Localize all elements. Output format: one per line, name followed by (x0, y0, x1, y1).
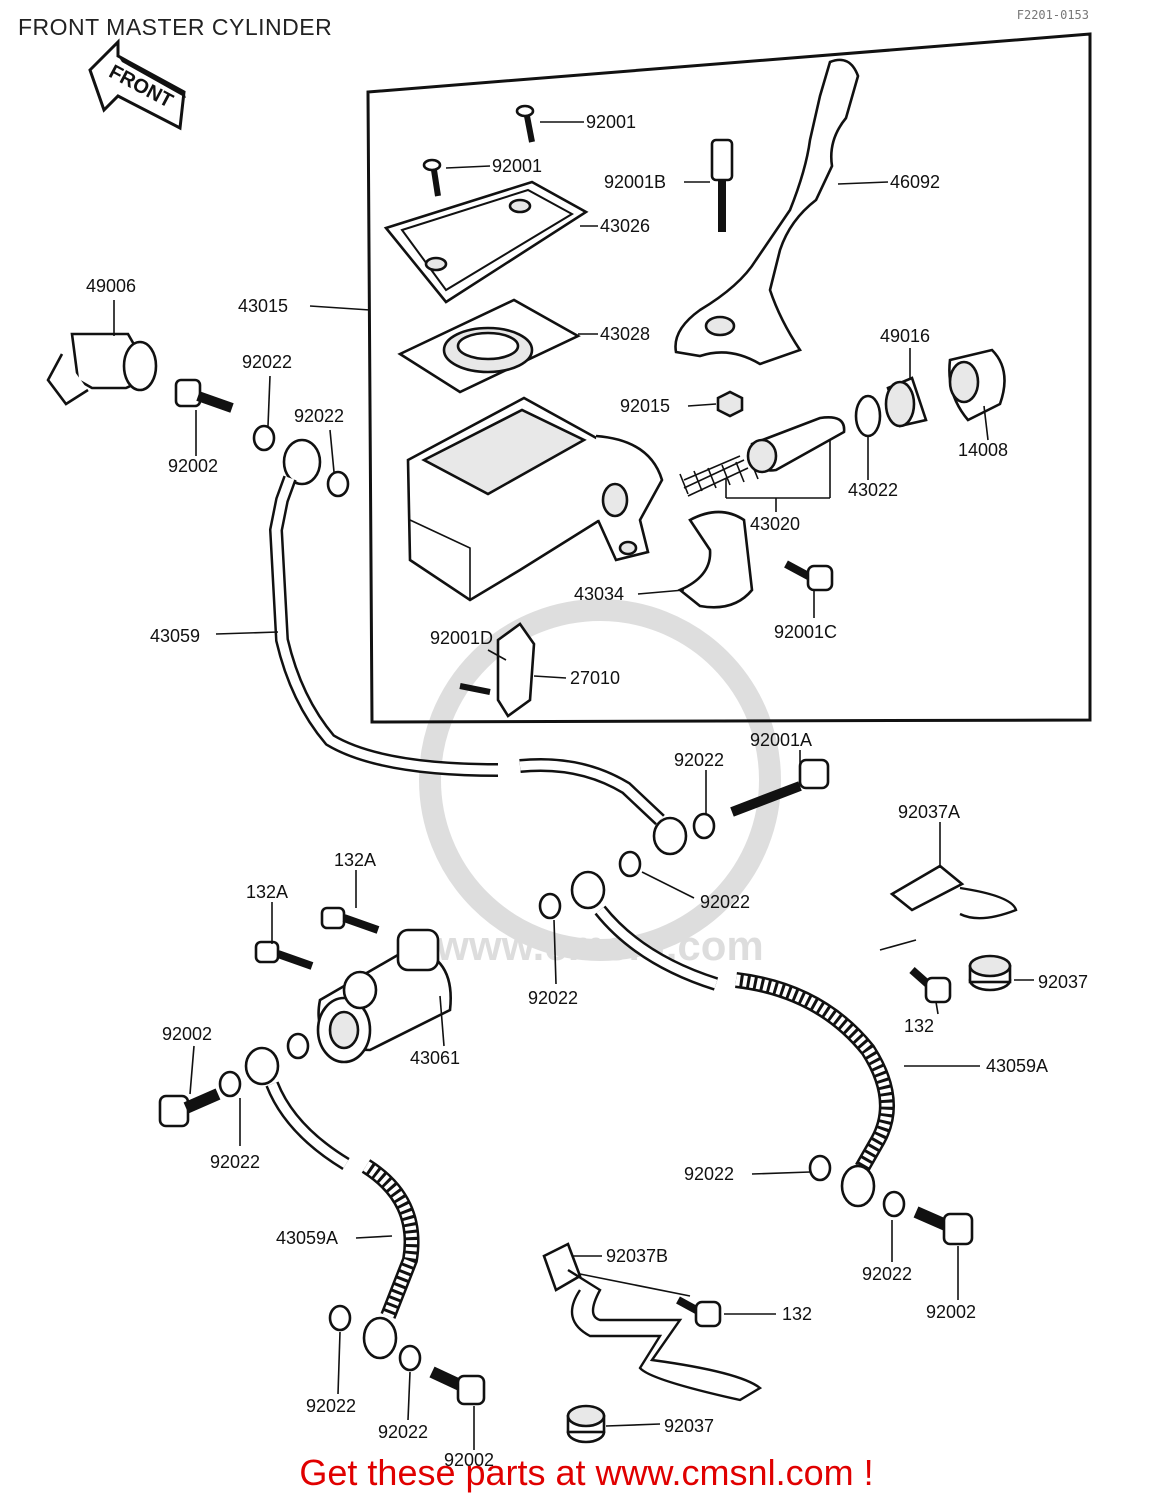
part-label: 92001 (586, 112, 636, 132)
footer-link-text[interactable]: Get these parts at www.cmsnl.com ! (299, 1452, 874, 1493)
part-label: 43015 (238, 296, 288, 316)
nut-92015 (716, 390, 744, 418)
part-label: 43034 (574, 584, 624, 604)
pivot-bolt-92001B (710, 138, 734, 232)
part-label: 92022 (674, 750, 724, 770)
part-label: 92001B (604, 172, 666, 192)
part-label: 92037 (1038, 972, 1088, 992)
washer-92022-upper-a (252, 424, 276, 452)
watermark-text: www.cmsnl.com (435, 922, 764, 969)
part-label: 92037 (664, 1416, 714, 1436)
part-label: 132 (782, 1304, 812, 1324)
part-label: 92037A (898, 802, 960, 822)
bolt-132-lower (676, 1296, 722, 1328)
bleed-bolt-92001A (730, 758, 830, 817)
part-label: 92022 (700, 892, 750, 912)
part-label: 43059A (276, 1228, 338, 1248)
washer-92022-bottom-a (328, 1304, 352, 1332)
part-label: 92002 (162, 1024, 212, 1044)
part-label: 43026 (600, 216, 650, 236)
brake-hose-43059A-right (570, 870, 895, 1208)
part-label: 43020 (750, 514, 800, 534)
washer-92022-left-a (218, 1070, 242, 1098)
clamp-43034 (677, 510, 754, 609)
washer-92022-mid-b (618, 850, 642, 878)
bracket-92037B (542, 1242, 763, 1402)
three-way-joint-43061 (316, 928, 452, 1064)
part-label: 14008 (958, 440, 1008, 460)
part-label: 43061 (410, 1048, 460, 1068)
part-label: 92037B (606, 1246, 668, 1266)
screw-92001-top (515, 104, 535, 143)
drawing-code: F2201-0153 (1016, 8, 1089, 22)
part-label: 92022 (684, 1164, 734, 1184)
reservoir-cover-43026 (383, 180, 589, 304)
part-label: 43059A (986, 1056, 1048, 1076)
part-label: 132A (246, 882, 288, 902)
washer-92022-mid-c (538, 892, 562, 920)
screw-92001-second (422, 158, 442, 197)
piston-43020 (746, 416, 846, 474)
part-label: 49016 (880, 326, 930, 346)
part-labels: 92001 92001 92001B 46092 43026 49006 430… (86, 112, 1088, 1470)
part-label: 43022 (848, 480, 898, 500)
part-label: 92022 (862, 1264, 912, 1284)
part-label: 92022 (378, 1422, 428, 1442)
watermark: www.cmsnl.com (419, 599, 781, 969)
washer-92022-left-b (286, 1032, 310, 1060)
part-label: 92002 (168, 456, 218, 476)
part-label: 46092 (890, 172, 940, 192)
grommet-92037-upper (968, 954, 1012, 992)
stop-switch-27010 (459, 622, 536, 718)
banjo-bolt-92002-bottom (429, 1366, 486, 1406)
part-label: 43059 (150, 626, 200, 646)
brake-hose-43059A-left (244, 1046, 420, 1360)
spring-43020 (679, 455, 759, 497)
part-label: 92001D (430, 628, 493, 648)
banjo-bolt-92002-left (158, 1088, 221, 1128)
washer-92022-upper-b (326, 470, 350, 498)
part-label: 92022 (528, 988, 578, 1008)
part-label: 92002 (444, 1450, 494, 1470)
part-label: 49006 (86, 276, 136, 296)
washer-92022-bottom-b (398, 1344, 422, 1372)
part-label: 92022 (306, 1396, 356, 1416)
assembly-outline-43015 (366, 32, 1092, 724)
part-label: 92001 (492, 156, 542, 176)
washer-43022 (854, 394, 882, 438)
part-label: 92001A (750, 730, 812, 750)
part-label: 43028 (600, 324, 650, 344)
part-label: 92022 (294, 406, 344, 426)
bolt-132-upper (909, 967, 952, 1004)
part-label: 92001C (774, 622, 837, 642)
grommet-92037-lower (566, 1404, 606, 1444)
part-label: 92022 (242, 352, 292, 372)
part-label: 132 (904, 1016, 934, 1036)
leader-lines (113, 121, 1034, 1450)
washer-92022-right-b (882, 1190, 906, 1218)
washer-92022-mid-a (692, 812, 716, 840)
diaphragm-43028 (397, 298, 581, 394)
part-label: 92002 (926, 1302, 976, 1322)
master-cylinder-body (406, 396, 664, 602)
brake-hose-43059 (268, 438, 688, 856)
diagram-title: FRONT MASTER CYLINDER (18, 14, 333, 40)
clamp-bolt-92001C (784, 560, 834, 592)
bolt-132A-upper (320, 906, 380, 934)
brake-lever-46092 (674, 58, 860, 366)
dust-cover-14008 (948, 348, 1006, 422)
front-arrow-icon: FRONT (88, 38, 186, 131)
bolt-132A-lower (254, 940, 314, 970)
part-label: 27010 (570, 668, 620, 688)
part-label: 132A (334, 850, 376, 870)
cap-49006 (46, 332, 158, 406)
part-label: 92022 (210, 1152, 260, 1172)
banjo-bolt-92002-right (913, 1206, 974, 1246)
bracket-92037A (889, 864, 1018, 920)
part-label: 92015 (620, 396, 670, 416)
washer-92022-right-a (808, 1154, 832, 1182)
boot-49016 (884, 376, 928, 428)
banjo-bolt-92002-upper (174, 378, 234, 413)
